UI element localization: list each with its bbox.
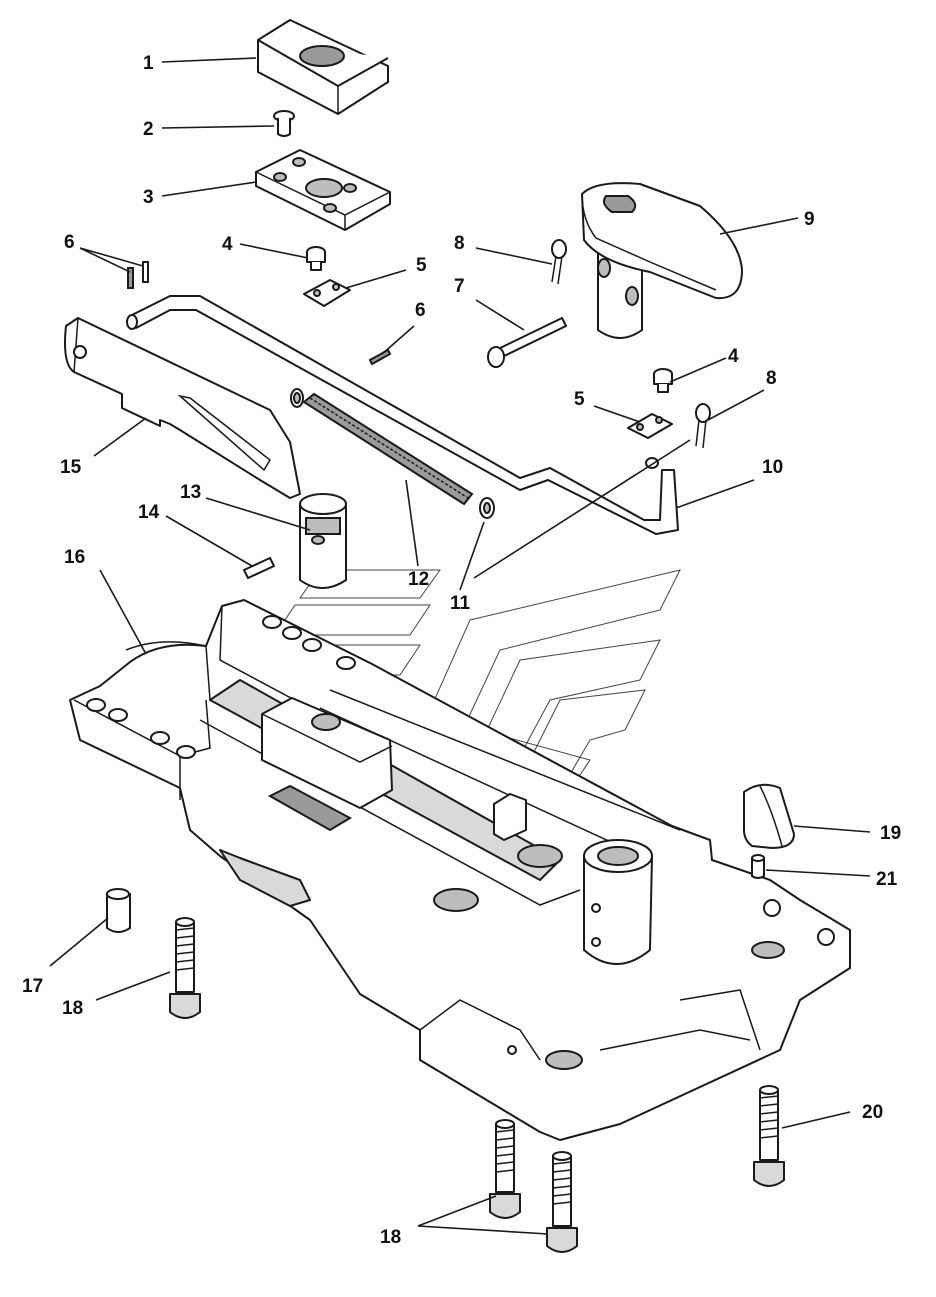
callout-8-right: 8 (766, 368, 777, 389)
part-4-bolt-right (653, 368, 673, 393)
part-6-pin-mid (368, 348, 392, 366)
callout-12: 12 (408, 569, 429, 590)
part-20-bolt (753, 1085, 785, 1187)
part-16-base (69, 599, 851, 1141)
callout-4-upper: 4 (222, 234, 233, 255)
part-4-bolt-upper (306, 246, 326, 271)
callout-2: 2 (143, 119, 154, 140)
callout-17: 17 (22, 976, 43, 997)
part-11-washers (290, 388, 495, 519)
callout-13: 13 (180, 482, 201, 503)
part-8-cotter-right (695, 403, 711, 449)
callout-5-upper: 5 (416, 255, 427, 276)
part-13-cylinder (299, 493, 347, 589)
part-18-bolt-bottom-a (489, 1119, 521, 1219)
part-18-bolt-left (169, 917, 201, 1019)
part-19-cap (743, 783, 795, 849)
part-5-clip-right (627, 413, 673, 439)
callout-15: 15 (60, 457, 82, 478)
callout-labels: 1 2 3 6 4 8 5 7 6 9 4 8 5 10 15 13 14 16… (22, 53, 901, 1248)
part-9-handle (581, 182, 743, 339)
part-2-screw (273, 110, 295, 137)
callout-14: 14 (138, 502, 160, 523)
part-1-block (257, 19, 389, 115)
part-3-plate (255, 149, 391, 231)
part-14-pin (243, 557, 275, 579)
callout-18-left: 18 (62, 998, 83, 1019)
callout-8-upper: 8 (454, 233, 465, 254)
part-15-lever (64, 317, 301, 499)
part-21-dowel (751, 854, 765, 879)
callout-3: 3 (143, 187, 154, 208)
callout-11: 11 (450, 593, 471, 614)
callout-1: 1 (143, 53, 154, 74)
callout-19: 19 (880, 823, 901, 844)
part-12-spring (302, 392, 474, 506)
callout-20: 20 (862, 1102, 883, 1123)
part-6-pins-upper (127, 261, 149, 289)
callout-7: 7 (454, 276, 465, 297)
part-17-bushing (106, 888, 131, 933)
part-5-clip-upper (303, 279, 351, 307)
part-10-rod (126, 295, 679, 535)
callout-4-right: 4 (728, 346, 739, 367)
callout-9: 9 (804, 209, 815, 230)
callout-16: 16 (64, 547, 85, 568)
part-18-bolt-bottom-b (546, 1151, 578, 1253)
callout-6-mid: 6 (415, 300, 426, 321)
callout-18-bottom: 18 (380, 1227, 401, 1248)
part-8-cotter-upper (551, 239, 567, 285)
callout-5-right: 5 (574, 389, 585, 410)
callout-6-upper: 6 (64, 232, 75, 253)
part-7-pin (487, 317, 567, 368)
leader-lines (49, 57, 871, 1235)
callout-10: 10 (762, 457, 783, 478)
callout-21: 21 (876, 869, 898, 890)
